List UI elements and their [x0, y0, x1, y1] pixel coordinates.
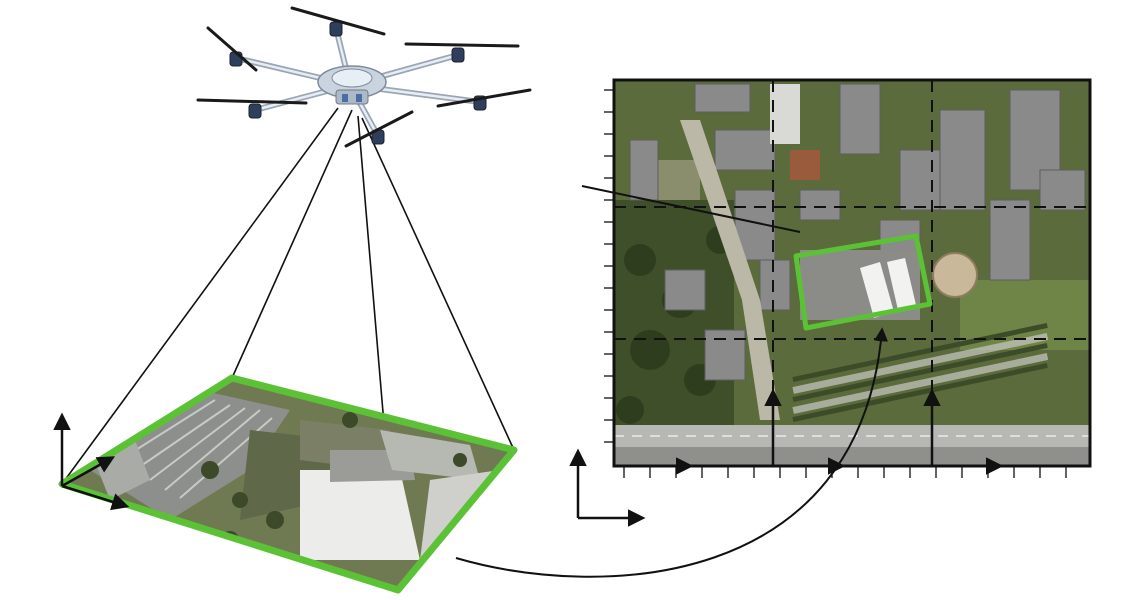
drone-position-pointer [581, 185, 801, 233]
matching-arrow [455, 327, 889, 578]
camera-axis-arrows-icon [53, 412, 130, 511]
map-bottom-ticks [623, 466, 1067, 478]
camera-image [58, 374, 518, 594]
matched-region-box [793, 233, 933, 331]
satellite-map [604, 78, 1092, 478]
drone-icon [196, 6, 532, 148]
map-axis-arrows-icon [569, 448, 646, 527]
tile-axis-arrows-icon [614, 388, 1004, 475]
map-left-ticks [604, 89, 614, 443]
